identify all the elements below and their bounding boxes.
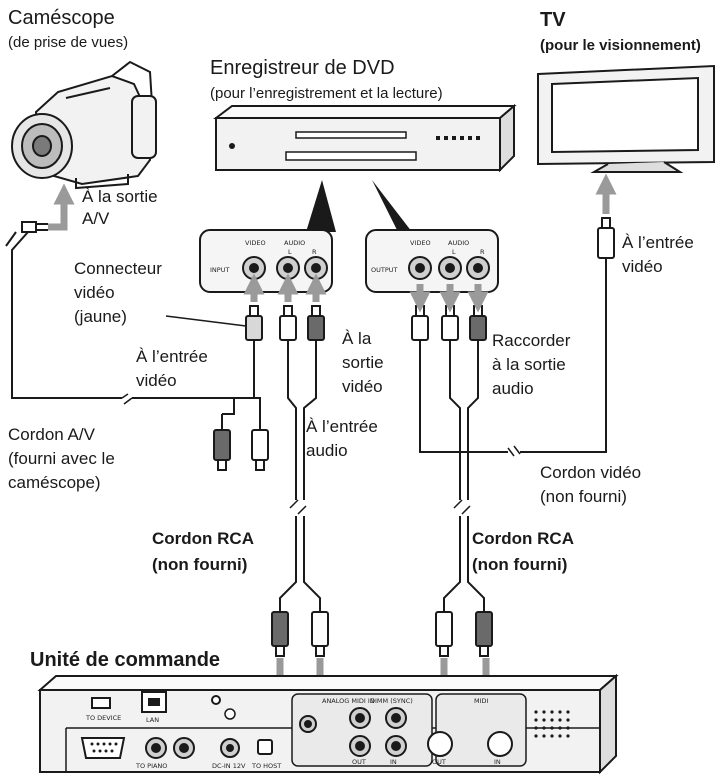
video-connector-label-2: vidéo [74,283,115,302]
plug-audio-out-right [469,305,487,341]
av-cord-label-2: (fourni avec le [8,449,115,468]
rca-cord-left [279,338,321,612]
input-audio-label: AUDIO [284,239,305,247]
video-input-left-label-1: À l’entrée [136,347,208,366]
video-connector-label-3: (jaune) [74,307,127,326]
port-usb-host-label: TO HOST [251,762,281,770]
av-output-label-2: A/V [82,209,110,228]
output-left-label: L [452,248,456,256]
input-panel: VIDEO AUDIO L R INPUT [199,229,333,293]
rca-left-label-1: Cordon RCA [152,529,254,548]
plug-audio-in-left [279,305,297,341]
rca-cord-right [443,338,485,612]
video-input-tv-label-1: À l’entrée [622,233,694,252]
port-midi-out-label: OUT [432,758,446,766]
zoom-wedge-output [372,180,412,232]
camcorder-role: (de prise de vues) [8,34,129,51]
rca-left-label-2: (non fourni) [152,555,248,574]
av-cord [5,221,261,415]
input-left-label: L [288,248,292,256]
port-in-label: IN [390,758,397,766]
audio-output-label-1: Raccorder [492,331,571,350]
zoom-wedge-input [306,180,336,232]
audio-output-label-2: à la sortie [492,355,566,374]
leader-video-connector [165,315,247,327]
input-right-label: R [312,248,317,256]
video-cord-label-1: Cordon vidéo [540,463,642,482]
av-cord-label-1: Cordon A/V [8,425,95,444]
video-cord [419,258,607,457]
plug-control-left-white [311,611,329,657]
audio-input-label-1: À l’entrée [306,417,378,436]
tv-role: (pour le visionnement) [540,37,701,54]
recorder-name: Enregistreur de DVD [210,57,395,79]
video-connector-label-1: Connecteur [74,259,162,278]
port-out-label: OUT [352,758,366,766]
video-input-left-label-2: vidéo [136,371,177,390]
port-usb-device-label: TO DEVICE [85,714,121,722]
camcorder-icon [11,60,157,190]
audio-output-label-3: audio [492,379,534,398]
tv-icon [537,64,715,173]
port-midi-label: MIDI [474,697,489,705]
port-piano-label: TO PIANO [135,762,167,770]
output-video-label: VIDEO [410,239,431,247]
dvd-recorder-icon [213,103,517,173]
port-dc-in-label: DC-IN 12V [212,762,246,770]
video-cord-label-2: (non fourni) [540,487,627,506]
plug-control-right-white [435,611,453,657]
video-output-label-1: À la [342,329,372,348]
plug-control-left-red [271,611,289,657]
port-analog-midi-in-label: ANALOG MIDI IN [322,697,375,705]
camcorder-name: Caméscope [8,7,115,29]
plug-control-right-red [475,611,493,657]
plug-audio-out-left [441,305,459,341]
input-video-label: VIDEO [245,239,266,247]
tv-name: TV [540,9,566,31]
control-unit-name: Unité de commande [30,649,221,671]
output-panel: VIDEO AUDIO L R OUTPUT [365,229,499,293]
port-midi-in-label: IN [494,758,501,766]
plug-camcorder-white [251,414,269,471]
output-title-label: OUTPUT [371,266,398,274]
rca-right-label-2: (non fourni) [472,555,568,574]
plug-video-in [245,305,263,341]
plug-audio-in-right [307,305,325,341]
video-output-label-3: vidéo [342,377,383,396]
video-input-tv-label-2: vidéo [622,257,663,276]
output-audio-label: AUDIO [448,239,469,247]
recorder-role: (pour l’enregistrement et la lecture) [210,85,443,102]
control-unit-icon [37,673,619,775]
plug-camcorder-red [213,414,231,471]
plug-tv-video [597,217,615,259]
port-lan-label: LAN [146,716,159,724]
audio-input-label-2: audio [306,441,348,460]
video-output-label-2: sortie [342,353,384,372]
plug-video-out [411,305,429,341]
port-dimm-sync-label: DIMM (SYNC) [370,697,413,705]
output-right-label: R [480,248,485,256]
av-output-label-1: À la sortie [82,187,158,206]
av-cord-label-3: caméscope) [8,473,101,492]
input-title-label: INPUT [210,266,229,274]
rca-right-label-1: Cordon RCA [472,529,574,548]
